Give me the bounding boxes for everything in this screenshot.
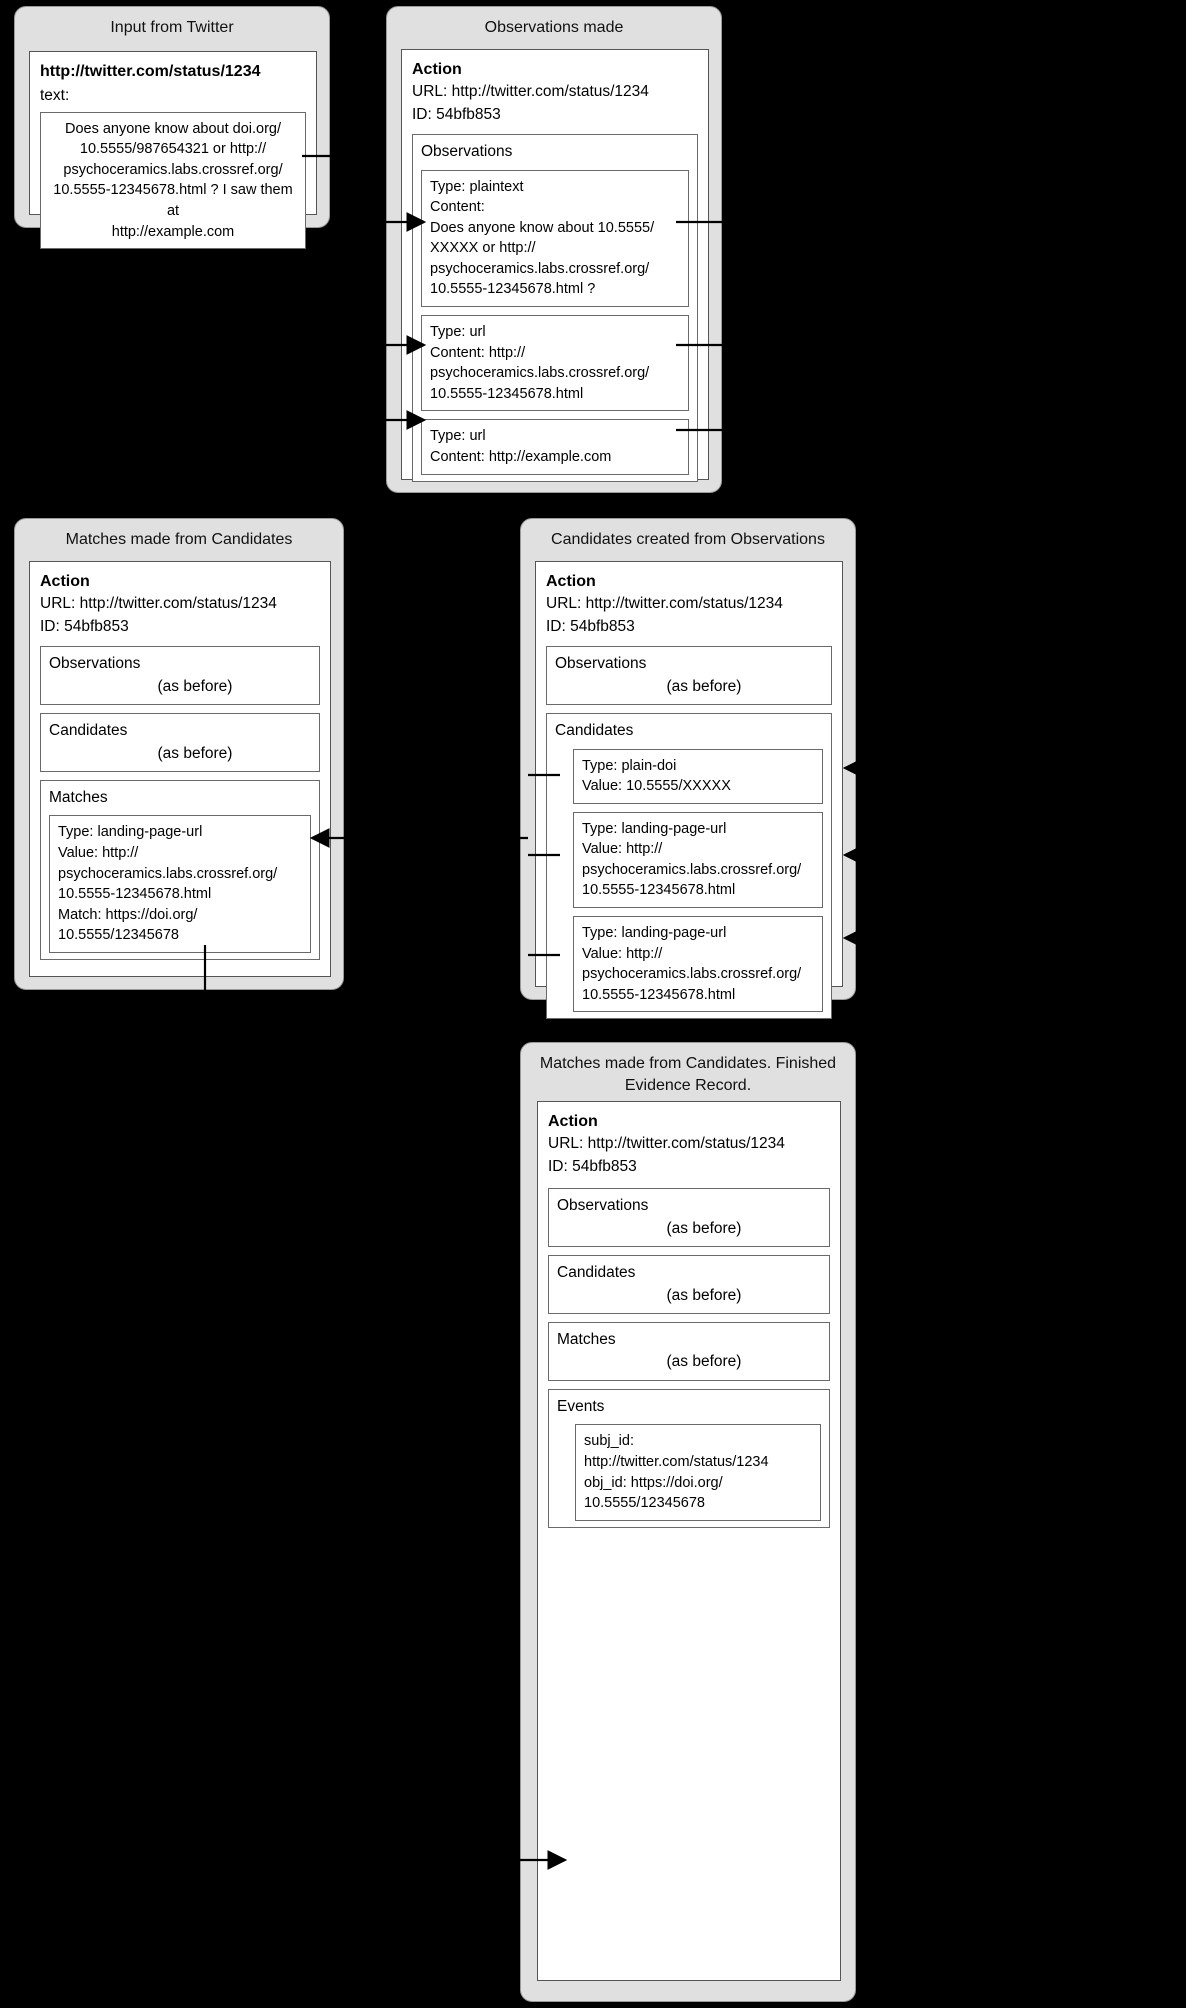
matches-section: Matches Type: landing-page-url Value: ht… — [40, 780, 320, 960]
matches-candidates-value: (as before) — [157, 744, 233, 762]
panel-title-candidates: Candidates created from Observations — [551, 531, 825, 548]
evidence-id: ID: 54bfb853 — [548, 1157, 637, 1175]
panel-observations-made: Observations made Action URL: http://twi… — [386, 6, 722, 493]
panel-input-from-twitter: Input from Twitter http://twitter.com/st… — [14, 6, 330, 250]
input-tweet-text: Does anyone know about doi.org/ 10.5555/… — [53, 120, 293, 240]
candidate-item: Type: landing-page-url Value: http:// ps… — [573, 916, 823, 1013]
matches-candidates-section: Candidates (as before) — [40, 713, 320, 772]
candidates-observations-section: Observations (as before) — [546, 646, 832, 706]
input-text-label: text: — [40, 87, 70, 105]
observations-section-label: Observations — [421, 143, 513, 161]
candidate-item: Type: plain-doi Value: 10.5555/XXXXX — [573, 748, 823, 804]
evidence-action-card: Action URL: http://twitter.com/status/12… — [537, 1101, 841, 1981]
observation-item-text: Type: url Content: http:// psychoceramic… — [430, 324, 650, 402]
matches-observations-value: (as before) — [157, 677, 233, 695]
matches-candidates-label: Candidates — [49, 722, 128, 740]
observations-url: URL: http://twitter.com/status/1234 — [412, 83, 649, 101]
candidates-section-label: Candidates — [555, 722, 634, 740]
matches-id: ID: 54bfb853 — [40, 617, 129, 635]
observations-section: Observations Type: plaintext Content: Do… — [412, 134, 698, 482]
candidates-id: ID: 54bfb853 — [546, 617, 635, 635]
evidence-action-label: Action — [548, 1113, 598, 1130]
evidence-matches-label: Matches — [557, 1331, 616, 1348]
evidence-observations-value: (as before) — [666, 1219, 742, 1237]
evidence-candidates-label: Candidates — [557, 1264, 636, 1282]
evidence-candidates-value: (as before) — [666, 1286, 742, 1304]
evidence-candidates-section: Candidates (as before) — [548, 1255, 830, 1314]
panel-evidence-record: Matches made from Candidates. Finished E… — [520, 1042, 856, 2002]
panel-title-observations: Observations made — [484, 19, 624, 36]
panel-title-input: Input from Twitter — [110, 19, 234, 36]
candidates-url: URL: http://twitter.com/status/1234 — [546, 595, 783, 613]
candidate-item: Type: landing-page-url Value: http:// ps… — [573, 811, 823, 908]
observations-action-card: Action URL: http://twitter.com/status/12… — [401, 49, 709, 482]
evidence-events-label: Events — [557, 1397, 605, 1415]
input-tweet-text-box: Does anyone know about doi.org/ 10.5555/… — [40, 111, 306, 250]
matches-action-card: Action URL: http://twitter.com/status/12… — [29, 561, 331, 977]
matches-observations-section: Observations (as before) — [40, 646, 320, 706]
candidates-action-label: Action — [546, 573, 596, 590]
evidence-observations-section: Observations (as before) — [548, 1188, 830, 1248]
candidates-action-card: Action URL: http://twitter.com/status/12… — [535, 561, 843, 1020]
observation-item: Type: url Content: http:// psychoceramic… — [421, 315, 689, 412]
observation-item-text: Type: plaintext Content: Does anyone kno… — [430, 178, 655, 298]
evidence-matches-value: (as before) — [666, 1353, 742, 1371]
event-item: subj_id: http://twitter.com/status/1234 … — [575, 1424, 821, 1521]
candidates-section: Candidates Type: plain-doi Value: 10.555… — [546, 713, 832, 1020]
input-url: http://twitter.com/status/1234 — [40, 63, 261, 80]
candidates-observations-label: Observations — [555, 655, 647, 673]
observation-item: Type: url Content: http://example.com — [421, 419, 689, 475]
matches-action-label: Action — [40, 573, 90, 590]
panel-candidates-created: Candidates created from Observations Act… — [520, 518, 856, 1020]
wire-matches-to-events — [203, 945, 568, 1870]
evidence-events-section: Events subj_id: http://twitter.com/statu… — [548, 1388, 830, 1528]
observations-action-label: Action — [412, 61, 462, 78]
evidence-url: URL: http://twitter.com/status/1234 — [548, 1135, 785, 1153]
evidence-matches-section: Matches (as before) — [548, 1322, 830, 1381]
candidates-observations-value: (as before) — [666, 677, 742, 695]
input-card: http://twitter.com/status/1234 text: Doe… — [29, 51, 317, 250]
panel-title-matches: Matches made from Candidates — [65, 531, 293, 548]
evidence-observations-label: Observations — [557, 1197, 649, 1215]
match-item: Type: landing-page-url Value: http:// ps… — [49, 815, 311, 953]
matches-observations-label: Observations — [49, 655, 141, 673]
matches-url: URL: http://twitter.com/status/1234 — [40, 595, 277, 613]
candidate-item-text: Type: landing-page-url Value: http:// ps… — [582, 925, 802, 1003]
observation-item: Type: plaintext Content: Does anyone kno… — [421, 169, 689, 308]
observation-item-text: Type: url Content: http://example.com — [430, 428, 612, 465]
candidate-item-text: Type: landing-page-url Value: http:// ps… — [582, 820, 802, 899]
matches-section-label: Matches — [49, 789, 108, 806]
event-item-text: subj_id: http://twitter.com/status/1234 … — [584, 1433, 769, 1512]
panel-title-evidence: Matches made from Candidates. Finished E… — [539, 1055, 837, 1094]
match-item-text: Type: landing-page-url Value: http:// ps… — [58, 824, 278, 944]
observations-id: ID: 54bfb853 — [412, 105, 501, 123]
candidate-item-text: Type: plain-doi Value: 10.5555/XXXXX — [582, 757, 731, 795]
panel-matches-made: Matches made from Candidates Action URL:… — [14, 518, 344, 990]
